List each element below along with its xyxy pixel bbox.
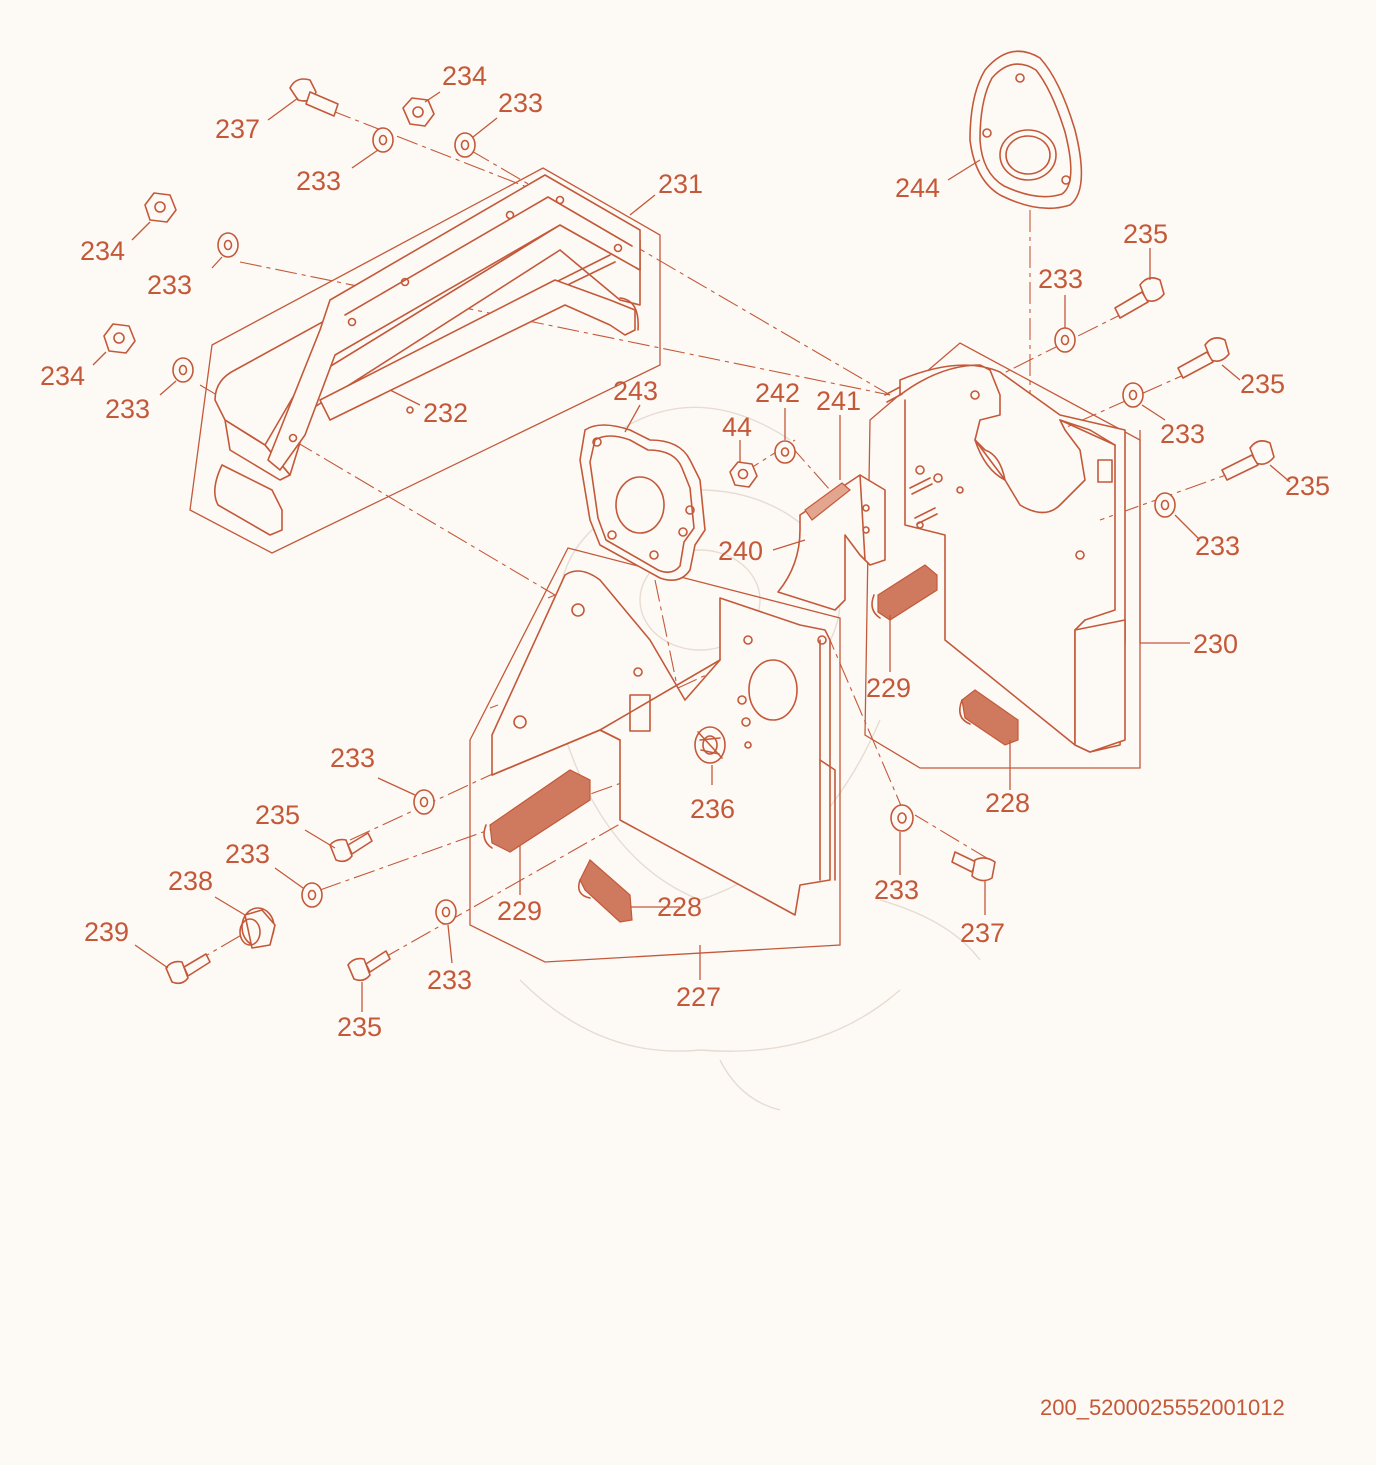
label-233: 233	[1195, 531, 1240, 561]
label-233: 233	[225, 839, 270, 869]
label-237: 237	[960, 918, 1005, 948]
label-227: 227	[676, 982, 721, 1012]
part-230-plate	[899, 364, 1126, 753]
label-229: 229	[866, 673, 911, 703]
label-233: 233	[105, 394, 150, 424]
label-239: 239	[84, 917, 129, 947]
label-233: 233	[330, 743, 375, 773]
label-244: 244	[895, 173, 940, 203]
label-234: 234	[80, 236, 125, 266]
label-238: 238	[168, 866, 213, 896]
foam-229-right	[877, 564, 938, 621]
foam-229-left	[489, 769, 591, 853]
label-243: 243	[613, 376, 658, 406]
part-227-plate	[489, 570, 836, 916]
label-240: 240	[718, 536, 763, 566]
label-233: 233	[874, 875, 919, 905]
frame-230	[864, 342, 1141, 769]
leader-lines	[92, 91, 1291, 1012]
foam-228-left	[579, 859, 633, 923]
drawing-code: 200_5200025552001012	[1040, 1395, 1285, 1420]
label-233: 233	[296, 166, 341, 196]
part-243-gasket	[579, 424, 706, 581]
label-231: 231	[658, 169, 703, 199]
part-240-bracket	[777, 474, 886, 611]
frame-227	[469, 547, 841, 963]
foam-228-right	[961, 689, 1019, 746]
label-233: 233	[1160, 419, 1205, 449]
foam-strips	[483, 564, 1019, 923]
label-235: 235	[1285, 471, 1330, 501]
label-233: 233	[147, 270, 192, 300]
hardware	[103, 78, 1275, 985]
assembly-frames	[189, 167, 1141, 963]
label-230: 230	[1193, 629, 1238, 659]
label-234: 234	[40, 361, 85, 391]
label-235: 235	[255, 800, 300, 830]
label-234: 234	[442, 61, 487, 91]
label-233: 233	[498, 88, 543, 118]
label-233: 233	[427, 965, 472, 995]
label-235: 235	[337, 1012, 382, 1042]
label-233: 233	[1038, 264, 1083, 294]
label-228: 228	[657, 892, 702, 922]
part-244-gasket	[969, 50, 1083, 210]
part-labels: 237 234 233 233 231 244 234 233 234 233 …	[40, 61, 1330, 1042]
label-241: 241	[816, 386, 861, 416]
label-242: 242	[755, 378, 800, 408]
label-237: 237	[215, 114, 260, 144]
label-228: 228	[985, 788, 1030, 818]
label-236: 236	[690, 794, 735, 824]
part-231-bracket	[214, 174, 641, 536]
label-235: 235	[1240, 369, 1285, 399]
label-44: 44	[722, 412, 752, 442]
label-232: 232	[423, 398, 468, 428]
label-235: 235	[1123, 219, 1168, 249]
label-229: 229	[497, 896, 542, 926]
frame-231	[189, 167, 661, 554]
